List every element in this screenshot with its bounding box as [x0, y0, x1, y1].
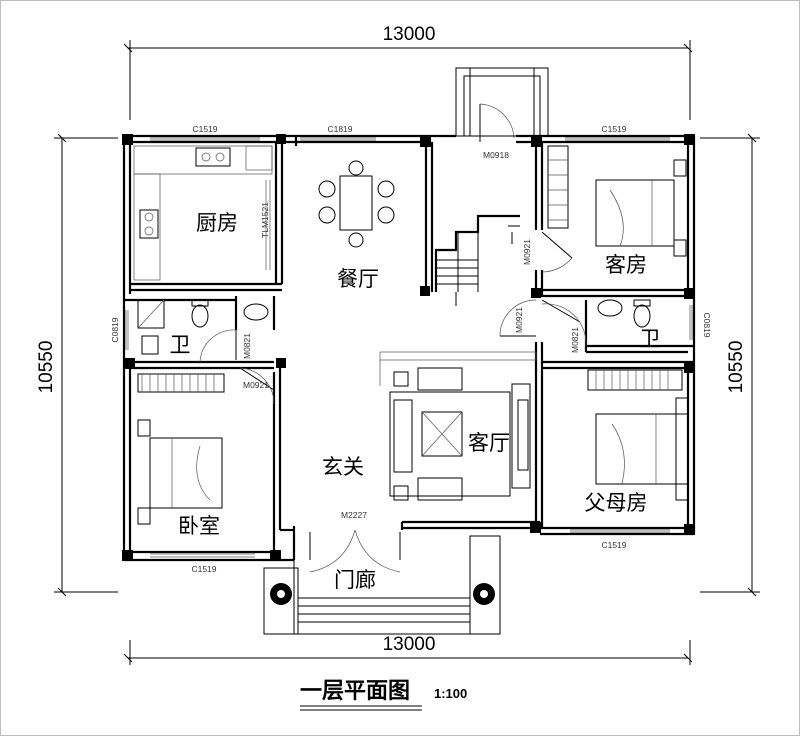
- code-c0819-right: C0819: [702, 312, 712, 337]
- code-m0821-left: M0821: [242, 333, 252, 359]
- room-label-dining: 餐厅: [337, 267, 379, 291]
- room-label-porch: 门廊: [334, 568, 376, 592]
- plan-title: 一层平面图: [300, 679, 410, 704]
- room-label-kitchen: 厨房: [196, 211, 238, 235]
- code-m0921-guest: M0921: [522, 239, 532, 265]
- dimension-bottom: 13000: [383, 634, 436, 655]
- windows: [125, 137, 693, 558]
- doors: [199, 103, 587, 573]
- room-label-bath-right: 卫: [640, 327, 661, 351]
- kitchen-fixtures: [133, 145, 273, 281]
- interior-walls: [124, 142, 694, 552]
- plan-scale: 1:100: [434, 686, 467, 701]
- code-tlm1521: TLM1521: [260, 202, 270, 238]
- dimension-left: 10550: [36, 341, 57, 394]
- bath-fixtures: [137, 299, 651, 355]
- porch: [263, 534, 501, 635]
- code-c1519-guest: C1519: [601, 124, 626, 134]
- parents-bed: [587, 369, 689, 501]
- guest-bed: [547, 145, 687, 257]
- room-label-bedroom: 卧室: [178, 514, 220, 538]
- structural-columns: [122, 134, 695, 561]
- code-m0918: M0918: [483, 150, 509, 160]
- code-m2227: M2227: [341, 510, 367, 520]
- room-label-bath-left: 卫: [170, 333, 191, 357]
- code-c1519-bedroom: C1519: [191, 564, 216, 574]
- back-steps: [455, 67, 549, 137]
- room-label-living: 客厅: [468, 431, 510, 455]
- code-c1519-parents: C1519: [601, 540, 626, 550]
- code-c1519-kitchen: C1519: [192, 124, 217, 134]
- room-label-guest: 客房: [605, 253, 647, 277]
- code-m0921-living: M0921: [514, 307, 524, 333]
- dimension-right: 10550: [726, 341, 747, 394]
- code-c1819: C1819: [327, 124, 352, 134]
- code-c0819-left: C0819: [110, 317, 120, 342]
- living-furniture: [379, 351, 537, 501]
- code-m0821-right: M0821: [570, 327, 580, 353]
- staircase: [434, 214, 520, 306]
- room-label-parents: 父母房: [585, 491, 648, 515]
- code-m0921-bedroom: M0921: [243, 380, 269, 390]
- dimension-lines: [54, 40, 760, 665]
- dimension-top: 13000: [383, 24, 436, 45]
- dining-table: [318, 160, 395, 248]
- bedroom-bed: [137, 373, 225, 525]
- room-label-foyer: 玄关: [322, 455, 364, 479]
